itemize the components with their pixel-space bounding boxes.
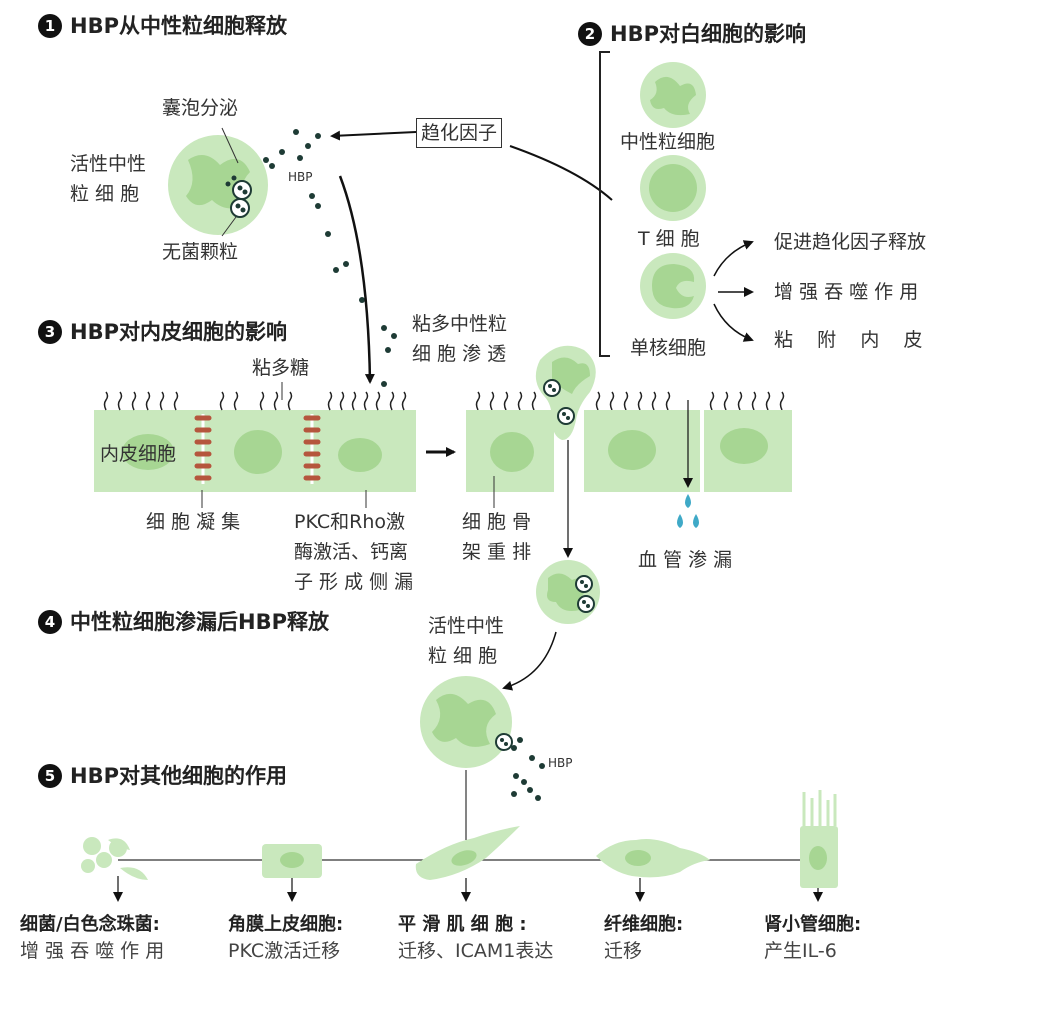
- vascular-leak-label: 血 管 渗 漏: [638, 549, 733, 571]
- sterile-granule-label: 无菌颗粒: [162, 241, 239, 263]
- hbp-particles-2: [511, 737, 545, 801]
- active-neutrophil-label-1a: 活性中性: [70, 153, 147, 175]
- tight-junction-left: [194, 414, 212, 484]
- active-neutrophil-cell-2: [420, 676, 513, 768]
- target-fibroblast: 纤维细胞: 迁移: [604, 910, 683, 963]
- monocyte-cell: [640, 253, 706, 319]
- hbp-particles-1: [263, 129, 397, 387]
- endothelial-layer-right: [466, 410, 792, 492]
- effect-endothelial-adhesion: 粘 附 内 皮: [774, 329, 923, 351]
- neutrophil-cell: [640, 62, 706, 128]
- transmigrating-neutrophil: [535, 345, 596, 440]
- pkc-label-3: 子 形 成 侧 漏: [294, 571, 414, 593]
- target-title: 角膜上皮细胞:: [228, 914, 344, 935]
- renal-tubular-cell-icon: [800, 790, 838, 888]
- pkc-label-2: 酶激活、钙离: [294, 541, 409, 563]
- tight-junction-right: [303, 414, 321, 484]
- active-neutrophil-cell-1: [168, 135, 268, 235]
- endothelial-cell-label: 内皮细胞: [100, 443, 177, 465]
- target-renal-tubule: 肾小管细胞: 产生IL-6: [764, 910, 861, 963]
- active-neutrophil-label-2b: 粒 细 胞: [428, 645, 498, 667]
- effect-phagocytosis: 增 强 吞 噬 作 用: [774, 281, 919, 303]
- cytoskeleton-label-1: 细 胞 骨: [462, 511, 532, 533]
- target-title: 平 滑 肌 细 胞 :: [398, 914, 527, 935]
- target-bacteria: 细菌/白色念珠菌: 增 强 吞 噬 作 用: [20, 910, 164, 963]
- section-3-badge: 3: [38, 320, 62, 344]
- target-desc: 产生IL-6: [764, 940, 837, 962]
- t-cell-label: T 细 胞: [638, 228, 700, 250]
- sterile-granule-icon: [225, 175, 252, 218]
- endothelial-layer-left: [94, 410, 416, 492]
- aggregation-label: 细 胞 凝 集: [146, 511, 241, 533]
- neutrophil-label: 中性粒细胞: [620, 131, 716, 153]
- target-desc: 迁移、ICAM1表达: [398, 940, 554, 962]
- section-2-badge: 2: [578, 22, 602, 46]
- target-title: 肾小管细胞:: [764, 914, 862, 935]
- hbp-label-2: HBP: [548, 756, 573, 770]
- adhesion-label-1: 粘多中性粒: [412, 313, 508, 335]
- vesicle-secretion-label: 囊泡分泌: [162, 97, 239, 119]
- cytoskeleton-label-2: 架 重 排: [462, 541, 532, 563]
- glycocalyx-label: 粘多糖: [252, 357, 310, 379]
- hbp-label-1: HBP: [288, 170, 313, 184]
- pkc-label-1: PKC和Rho激: [294, 511, 406, 533]
- adhesion-label-2: 细 胞 渗 透: [412, 343, 507, 365]
- target-smooth-muscle: 平 滑 肌 细 胞 : 迁移、ICAM1表达: [398, 910, 553, 963]
- bacteria-icon: [81, 837, 148, 880]
- section-4-badge: 4: [38, 610, 62, 634]
- target-title: 细菌/白色念珠菌:: [20, 914, 160, 935]
- section-5-badge: 5: [38, 764, 62, 788]
- target-desc: PKC激活迁移: [228, 940, 341, 962]
- section-1-badge: 1: [38, 14, 62, 38]
- water-drops-icon: [677, 494, 699, 528]
- target-corneal-epithelium: 角膜上皮细胞: PKC激活迁移: [228, 910, 343, 963]
- target-desc: 增 强 吞 噬 作 用: [20, 940, 165, 962]
- glycocalyx-hairs: [103, 391, 785, 411]
- smooth-muscle-cell-icon: [415, 826, 520, 880]
- effect-chemokine-release: 促进趋化因子释放: [774, 231, 927, 253]
- chemokine-box: 趋化因子: [416, 118, 503, 148]
- monocyte-label: 单核细胞: [630, 337, 707, 359]
- active-neutrophil-label-2a: 活性中性: [428, 615, 505, 637]
- t-cell: [640, 155, 706, 221]
- target-desc: 迁移: [604, 940, 643, 962]
- active-neutrophil-label-1b: 粒 细 胞: [70, 183, 140, 205]
- target-title: 纤维细胞:: [604, 914, 684, 935]
- fibroblast-cell-icon: [596, 839, 710, 878]
- migrated-neutrophil-cell: [536, 560, 600, 624]
- corneal-epithelial-cell-icon: [262, 844, 322, 878]
